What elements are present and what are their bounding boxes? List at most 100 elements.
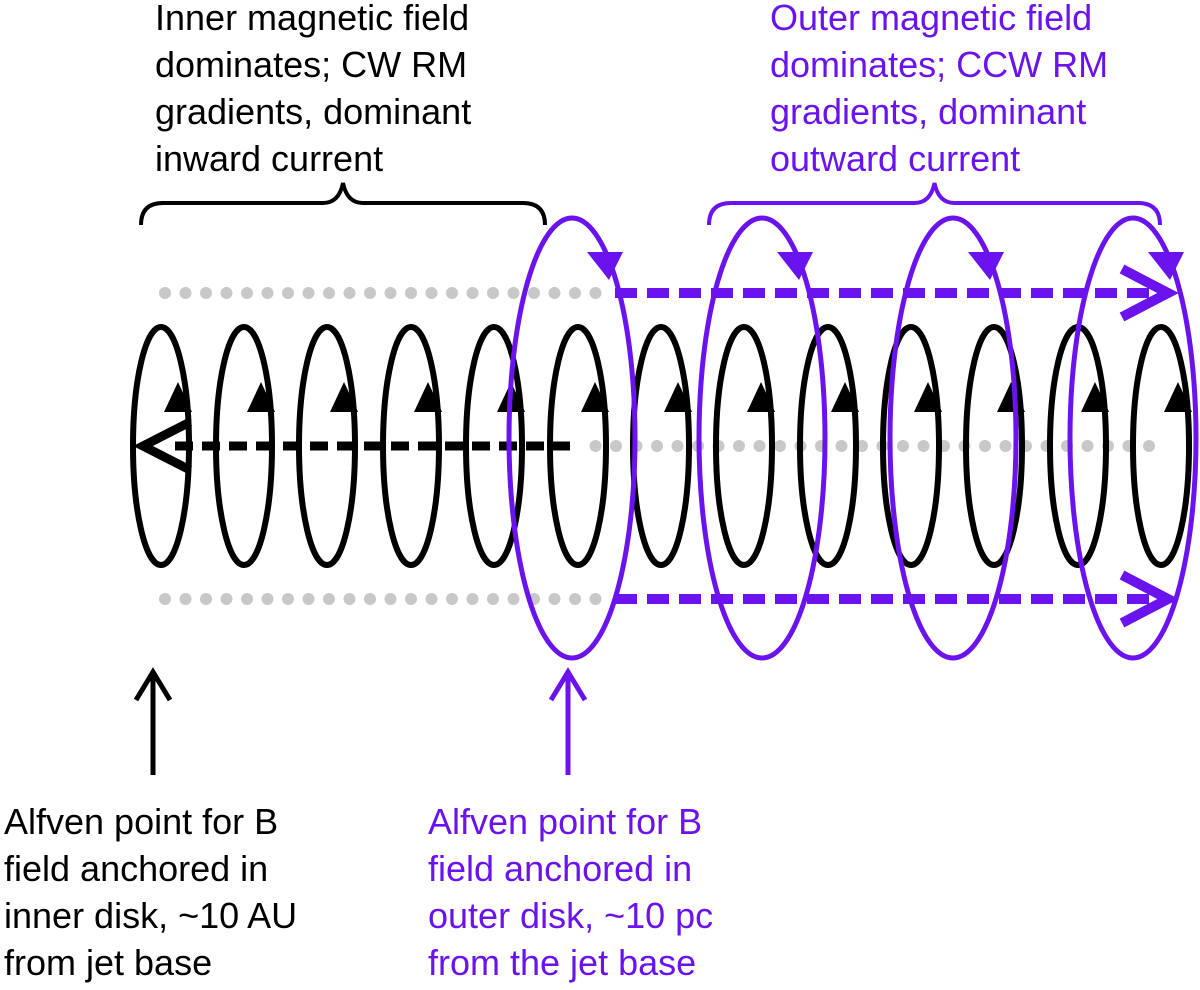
outer-helical-field: [506, 182, 1199, 775]
upper-boundary-dot: [528, 287, 540, 299]
outer-alfven-label-line: field anchored in: [428, 848, 693, 889]
outward-current-arrowhead: [1119, 264, 1179, 322]
lower-boundary-dot: [220, 593, 233, 605]
outer-alfven-arrowhead: [548, 667, 588, 702]
loop-direction-arrowhead: [747, 382, 775, 412]
outer-alfven-label-line: from the jet base: [428, 942, 697, 983]
upper-boundary-dot: [569, 287, 581, 299]
lower-boundary-dot: [487, 593, 499, 605]
outer-field-label-line: outward current: [770, 138, 1021, 179]
upper-boundary-dot: [446, 287, 458, 299]
outer-loop-direction-arrowhead: [587, 252, 623, 280]
lower-boundary-dot: [589, 593, 602, 605]
axis-dot: [979, 440, 991, 452]
axis-dot: [610, 440, 622, 452]
upper-boundary-dot: [261, 287, 274, 299]
upper-boundary-dot: [487, 287, 499, 299]
loop-direction-arrowhead: [581, 382, 609, 412]
outer-loop-direction-arrowhead: [1148, 252, 1184, 280]
upper-boundary-dot: [220, 287, 233, 299]
inner-alfven-label-line: Alfven point for B: [4, 801, 279, 842]
inner-field-loop: [463, 324, 525, 568]
lower-boundary-dot: [302, 593, 315, 605]
upper-boundary-dot: [343, 287, 356, 299]
inner-field-loop: [1130, 324, 1192, 568]
inner-field-loop: [797, 324, 859, 568]
upper-boundary-dot: [425, 287, 438, 299]
upper-boundary-dot: [548, 287, 561, 299]
lower-boundary-dot: [466, 593, 479, 605]
inner-field-loop: [213, 324, 275, 568]
loop-direction-arrowhead: [1081, 382, 1109, 412]
upper-boundary-dot: [241, 287, 253, 299]
inner-field-loop: [1047, 324, 1109, 568]
lower-boundary-dot: [507, 593, 520, 605]
inner-helical-field: [130, 182, 1192, 775]
axis-dot: [774, 440, 786, 452]
upper-boundary-dot: [282, 287, 294, 299]
inner-field-label-line: gradients, dominant: [155, 91, 472, 132]
inner-alfven-label-line: inner disk, ~10 AU: [4, 895, 298, 936]
axis-dot: [589, 440, 602, 452]
upper-boundary-dot: [200, 287, 212, 299]
loop-direction-arrowhead: [247, 382, 275, 412]
axis-dot: [897, 440, 909, 452]
lower-boundary-dot: [282, 593, 294, 605]
upper-boundary-dot: [364, 287, 376, 299]
loop-direction-arrowhead: [664, 382, 692, 412]
loop-direction-arrowhead: [330, 382, 358, 412]
axis-dot: [856, 440, 868, 452]
axis-dot: [917, 440, 930, 452]
outer-field-label-line: dominates; CCW RM: [770, 44, 1109, 85]
outer-field-loop: [506, 215, 638, 661]
upper-boundary-dot: [405, 287, 417, 299]
outer-field-label-line: gradients, dominant: [770, 91, 1087, 132]
outer-field-label: Outer magnetic field dominates; CCW RM g…: [770, 0, 1108, 182]
loop-direction-arrowhead: [1164, 382, 1192, 412]
loop-direction-arrowhead: [164, 382, 192, 412]
axis-dot: [1143, 440, 1155, 452]
upper-boundary-dot: [159, 287, 171, 299]
outer-field-loop: [887, 215, 1019, 661]
axis-dot: [671, 440, 684, 452]
axis-dot: [753, 440, 766, 452]
upper-boundary-dot: [302, 287, 315, 299]
lower-boundary-dot: [405, 593, 417, 605]
loop-direction-arrowhead: [914, 382, 942, 412]
inner-field-loop: [130, 324, 192, 568]
inner-field-label-line: inward current: [155, 138, 384, 179]
inner-field-loop: [547, 324, 609, 568]
axis-dot: [999, 440, 1012, 452]
outward-current-arrowhead: [1119, 570, 1179, 628]
inner-field-loop: [296, 324, 358, 568]
loop-direction-arrowhead: [414, 382, 442, 412]
upper-boundary-dot: [179, 287, 192, 299]
lower-boundary-dot: [159, 593, 171, 605]
lower-boundary-dot: [179, 593, 192, 605]
lower-boundary-dot: [241, 593, 253, 605]
loop-direction-arrowhead: [997, 382, 1025, 412]
inner-alfven-label-line: from jet base: [4, 942, 213, 983]
inner-alfven-arrowhead: [133, 667, 173, 702]
axis-dot: [1081, 440, 1094, 452]
lower-boundary-dot: [343, 593, 356, 605]
inward-current-arrowhead: [133, 417, 193, 475]
outer-alfven-label-line: Alfven point for B: [428, 801, 703, 842]
inner-field-loop: [713, 324, 775, 568]
upper-boundary-dot: [466, 287, 479, 299]
lower-boundary-dot: [261, 593, 274, 605]
axis-dot: [835, 440, 848, 452]
outer-alfven-point-label: Alfven point for B field anchored in out…: [428, 798, 713, 986]
lower-boundary-dot: [446, 593, 458, 605]
inner-field-loop: [380, 324, 442, 568]
outer-field-brace: [707, 182, 1162, 226]
outer-loop-direction-arrowhead: [777, 252, 813, 280]
loop-direction-arrowhead: [831, 382, 859, 412]
outer-field-label-line: Outer magnetic field: [770, 0, 1093, 38]
upper-boundary-dot: [589, 287, 602, 299]
inner-field-label: Inner magnetic field dominates; CW RM gr…: [155, 0, 471, 182]
upper-boundary-dot: [323, 287, 335, 299]
lower-boundary-dot: [323, 593, 335, 605]
